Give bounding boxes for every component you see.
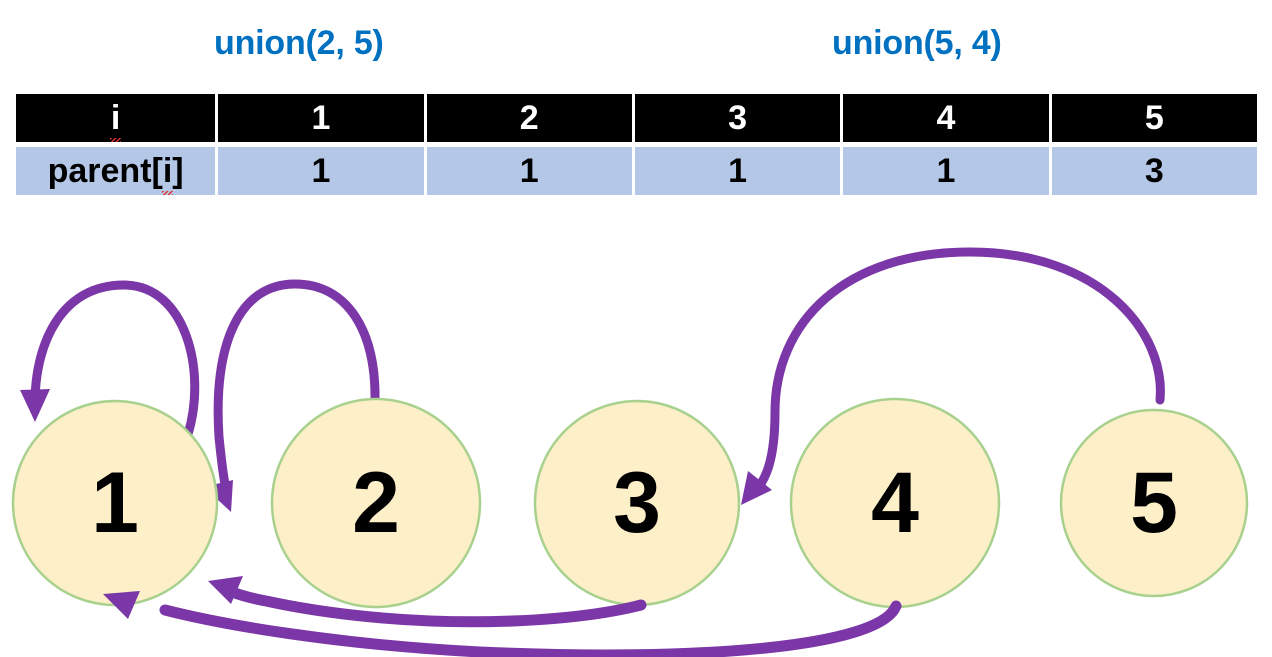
union-operation-label-1: union(2, 5) xyxy=(214,24,384,62)
table-data-cell-2: 1 xyxy=(426,147,632,195)
index-label-text: i xyxy=(109,98,122,142)
node-5-label: 5 xyxy=(1130,455,1178,551)
self-loop-1-to-1-arrow xyxy=(20,280,200,439)
parent-label-index-text: i xyxy=(161,151,174,195)
node-2[interactable]: 2 xyxy=(270,397,482,609)
node-5-circle[interactable] xyxy=(1059,408,1249,598)
table-data-cell-1: 1 xyxy=(218,147,424,195)
table-data-cell-4: 1 xyxy=(843,147,1049,195)
node-2-label: 2 xyxy=(352,455,400,551)
table-header-cell-5: 5 xyxy=(1051,94,1257,142)
disjoint-set-graph: 1 2 3 4 5 xyxy=(11,247,1249,657)
node-5[interactable]: 5 xyxy=(1059,408,1249,598)
table-data-cell-3: 1 xyxy=(634,147,841,195)
table-row-parent-label: parent[i] xyxy=(16,147,216,195)
edge-5-to-3-arrow xyxy=(741,247,1165,505)
node-4-label: 4 xyxy=(871,455,919,551)
table-header-index-label: i xyxy=(16,94,216,142)
union-operation-label-2: union(5, 4) xyxy=(832,24,1002,62)
table-header-row: i 1 2 3 4 5 xyxy=(16,94,1257,142)
node-3[interactable]: 3 xyxy=(533,399,741,607)
parent-array-table: i 1 2 3 4 5 parent[i] 1 1 1 1 3 xyxy=(13,89,1260,200)
table-header-cell-3: 3 xyxy=(634,94,841,142)
node-3-label: 3 xyxy=(613,455,661,551)
node-4[interactable]: 4 xyxy=(789,397,1001,609)
table-data-row: parent[i] 1 1 1 1 3 xyxy=(16,147,1257,195)
table-header-cell-2: 2 xyxy=(426,94,632,142)
table-header-cell-1: 1 xyxy=(218,94,424,142)
table-header-cell-4: 4 xyxy=(843,94,1049,142)
edge-4-to-1-arrow xyxy=(103,591,902,657)
node-2-circle[interactable] xyxy=(270,397,482,609)
node-1-label: 1 xyxy=(91,455,139,551)
edge-3-to-1-arrow xyxy=(208,576,647,628)
table-data-cell-5: 3 xyxy=(1051,147,1257,195)
node-1[interactable]: 1 xyxy=(11,399,219,607)
